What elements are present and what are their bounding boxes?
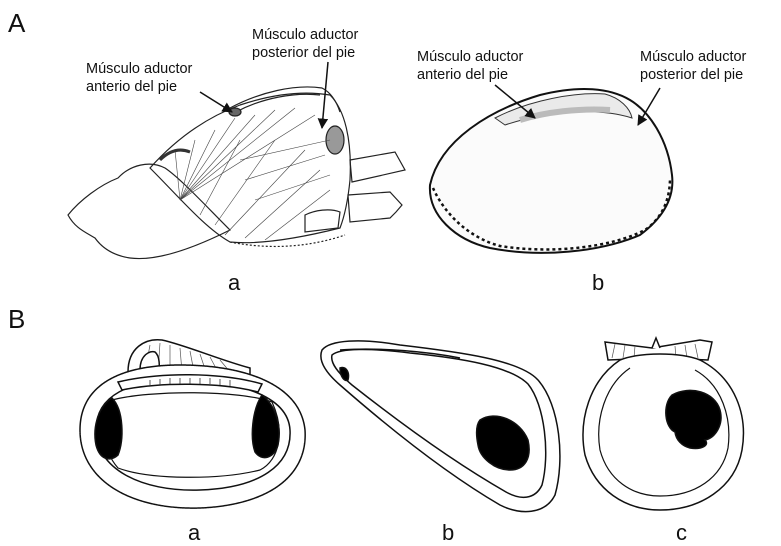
sublabel-Bc: c — [676, 520, 687, 546]
label-Aa-anterior-2: anterio del pie — [86, 78, 177, 96]
label-Ab-anterior-2: anterio del pie — [417, 66, 508, 84]
label-Ab-anterior-1: Músculo aductor — [417, 48, 523, 66]
shell-interior-drawing — [430, 89, 672, 253]
label-Ab-posterior-1: Músculo aductor — [640, 48, 746, 66]
siphon-lower — [348, 192, 402, 222]
label-Aa-anterior-1: Músculo aductor — [86, 60, 192, 78]
sublabel-Aa: a — [228, 270, 240, 296]
shell-ventral-edge — [230, 235, 345, 246]
label-Aa-posterior-1: Músculo aductor — [252, 26, 358, 44]
panel-letter-B: B — [8, 304, 25, 335]
clam-anatomy-drawing — [68, 87, 405, 259]
foot — [68, 164, 230, 258]
label-Ab-posterior-2: posterior del pie — [640, 66, 743, 84]
muscle-fibres — [175, 108, 330, 240]
outer-shell-Bc — [583, 354, 743, 510]
panel-letter-A: A — [8, 8, 25, 39]
sublabel-Ab: b — [592, 270, 604, 296]
shell-outline — [150, 93, 350, 243]
shell-Ba-drawing — [80, 340, 305, 508]
sublabel-Ba: a — [188, 520, 200, 546]
label-Aa-posterior-2: posterior del pie — [252, 44, 355, 62]
sublabel-Bb: b — [442, 520, 454, 546]
siphon-upper — [350, 152, 405, 182]
shell-Bc-drawing — [583, 338, 743, 510]
shell-Bb-drawing — [321, 341, 560, 512]
arrow-Aa-anterior — [200, 92, 232, 112]
